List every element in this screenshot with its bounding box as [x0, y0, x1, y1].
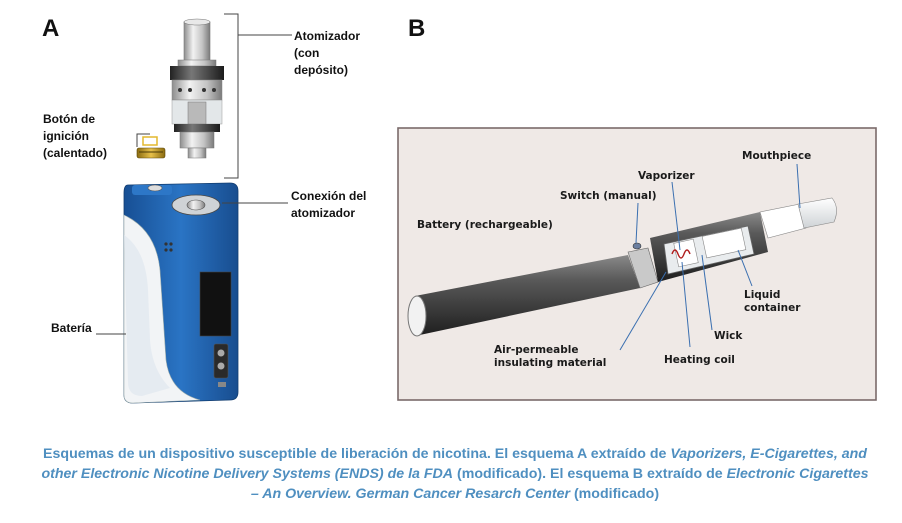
ignition-label-line1: Botón de — [43, 112, 95, 126]
panel-a-leader-lines — [96, 13, 292, 335]
e-cigarette-drawing — [407, 197, 837, 337]
wick-label: Wick — [714, 330, 743, 342]
liquid-container-line1: Liquid — [744, 289, 781, 301]
figure-caption: Esquemas de un dispositivo susceptible d… — [40, 444, 870, 504]
atomizer-drawing — [170, 18, 224, 159]
switch-label: Switch (manual) — [560, 190, 657, 202]
atomizer-label: Atomizador (con depósito) — [294, 28, 360, 79]
ignition-label-line2: ignición — [43, 129, 89, 143]
caption-text-1: Esquemas de un dispositivo susceptible d… — [43, 446, 671, 462]
caption-text-3: (modificado) — [570, 486, 660, 502]
battery-label-a: Batería — [51, 321, 92, 335]
vaporizer-label: Vaporizer — [638, 170, 695, 182]
ignition-label-line3: (calentado) — [43, 146, 108, 160]
panel-b-leader-lines — [619, 163, 801, 351]
connection-label: Conexión del atomizador — [291, 188, 366, 222]
battery-label-b: Battery (rechargeable) — [417, 219, 553, 231]
atomizer-label-line1: Atomizador — [294, 29, 360, 43]
connection-label-line2: atomizador — [291, 206, 356, 220]
liquid-container-label: Liquid container — [744, 289, 800, 315]
atomizer-label-line3: depósito) — [294, 63, 348, 77]
caption-text-2: (modificado). El esquema B extraído de — [453, 466, 727, 482]
mouthpiece-label: Mouthpiece — [742, 150, 812, 162]
caption-source-a: Vaporizers, E-Cigarettes, and other Elec… — [41, 446, 867, 482]
insulating-line1: Air-permeable — [494, 344, 579, 356]
panel-a-letter: A — [42, 15, 60, 42]
liquid-container-line2: container — [744, 302, 801, 314]
ignition-button-drawing — [136, 136, 166, 159]
battery-mod-drawing — [123, 182, 239, 404]
caption-source-b: Electronic Cigarettes – An Overview. Ger… — [250, 466, 869, 502]
connection-label-line1: Conexión del — [291, 189, 367, 203]
insulating-material-label: Air-permeable insulating material — [494, 344, 606, 370]
atomizer-label-line2: (con — [294, 46, 320, 60]
ignition-label: Botón de ignición (calentado) — [43, 111, 107, 162]
panel-b-letter: B — [408, 15, 426, 42]
insulating-line2: insulating material — [494, 357, 607, 369]
heating-coil-label: Heating coil — [664, 354, 735, 366]
